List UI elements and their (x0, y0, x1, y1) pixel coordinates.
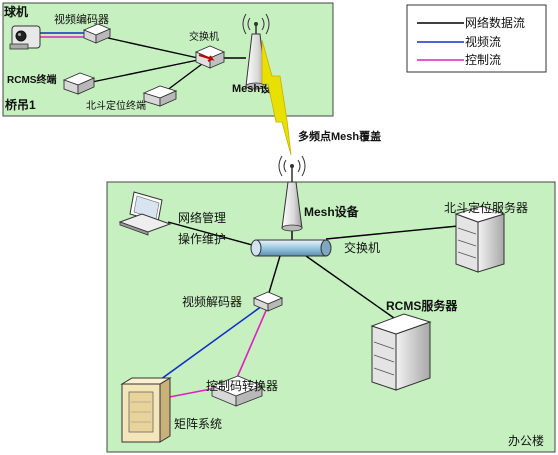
link-switch-beidou (325, 225, 459, 240)
beidou-server-slot-3 (457, 251, 477, 259)
rcms-server-slot-1 (373, 341, 395, 350)
decoder-side (267, 297, 283, 312)
office-switch-left-cap (250, 239, 262, 257)
legend-box (406, 4, 547, 73)
bridge-switch (194, 45, 226, 69)
netmgmt-label-2: 操作维护 (178, 231, 226, 246)
beidou-server-slot-1 (457, 227, 477, 235)
control-code-converter-label: 控制码转换器 (206, 378, 278, 393)
link-laptop-switch (167, 221, 257, 247)
beidou-terminal (142, 85, 178, 107)
wireless-bolt (261, 39, 292, 156)
office-mesh-label: Mesh设备 (304, 204, 360, 219)
matrix-system (120, 377, 172, 443)
matrix-cabinet-top (120, 377, 172, 385)
bridge-zone-label: 桥吊1 (5, 97, 36, 112)
rcms-server-label: RCMS服务器 (386, 298, 458, 313)
rcms-server-slot-3 (373, 367, 395, 376)
video-encoder-label: 视频编码器 (54, 12, 109, 26)
legend-label-data: 网络数据流 (465, 15, 525, 30)
link-switch-decoder (267, 255, 281, 297)
encoder-side (95, 28, 111, 44)
office-mesh-base (281, 224, 303, 232)
camera-base (9, 43, 29, 50)
office-signal-icon (278, 155, 306, 177)
beidou-terminal-label: 北斗定位终端 (86, 99, 146, 112)
legend-label-video: 视频流 (465, 34, 501, 49)
office-switch-body (255, 239, 327, 257)
converter-side (235, 385, 263, 407)
beidou-server-label: 北斗定位服务器 (444, 200, 528, 215)
link-decoder-converter-control (235, 305, 269, 381)
bridge-mesh (242, 13, 270, 90)
rcms-server-slot-2 (373, 354, 395, 363)
video-decoder (252, 291, 284, 312)
office-mesh (278, 155, 306, 232)
office-switch-label: 交换机 (344, 240, 380, 255)
control-code-converter (210, 375, 264, 407)
rcms-terminal (62, 72, 96, 95)
netmgmt-label-1: 网络管理 (178, 210, 226, 225)
office-zone-label: 办公楼 (508, 433, 544, 448)
video-decoder-label: 视频解码器 (182, 294, 242, 309)
ball-camera (9, 25, 41, 50)
office-switch-right-cap (320, 239, 332, 257)
video-encoder (82, 23, 112, 44)
bridge-signal-icon (242, 13, 270, 35)
legend: 网络数据流 视频流 控制流 (406, 4, 547, 73)
link-switch-rcms (305, 255, 395, 319)
laptop-edge (119, 221, 149, 236)
camera-lens-glint (18, 33, 21, 36)
camera-label: 球机 (4, 4, 28, 19)
bridge-mesh-base (245, 82, 267, 90)
office-switch (250, 239, 332, 257)
beidou-server-side (477, 213, 505, 273)
matrix-cabinet-side (159, 377, 171, 443)
bridge-switch-side (209, 51, 225, 69)
matrix-system-label: 矩阵系统 (174, 417, 222, 431)
office-links (145, 221, 459, 401)
beidou-server-slot-2 (457, 239, 477, 247)
rcms-server-front (371, 325, 397, 391)
beidou-server (454, 205, 506, 273)
beidou-server-top (454, 205, 506, 223)
laptop (118, 191, 172, 236)
rcms-terminal-side (77, 77, 95, 95)
link-rcms-switch (91, 59, 199, 83)
mesh-coverage-label: 多频点Mesh覆盖 (298, 129, 381, 143)
bridge-switch-label: 交换机 (189, 30, 219, 43)
link-encoder-switch (107, 37, 199, 59)
rcms-server (370, 313, 432, 391)
rcms-terminal-label: RCMS终端 (7, 73, 56, 86)
link-decoder-matrix-video (145, 305, 263, 391)
switch-arrow-icon (198, 54, 215, 62)
beidou-terminal-side (159, 90, 177, 107)
office-mesh-tip (290, 164, 294, 168)
legend-label-control: 控制流 (465, 53, 501, 67)
bridge-mesh-tip (254, 22, 258, 26)
camera-lens (15, 30, 27, 42)
rcms-server-top (370, 313, 432, 335)
